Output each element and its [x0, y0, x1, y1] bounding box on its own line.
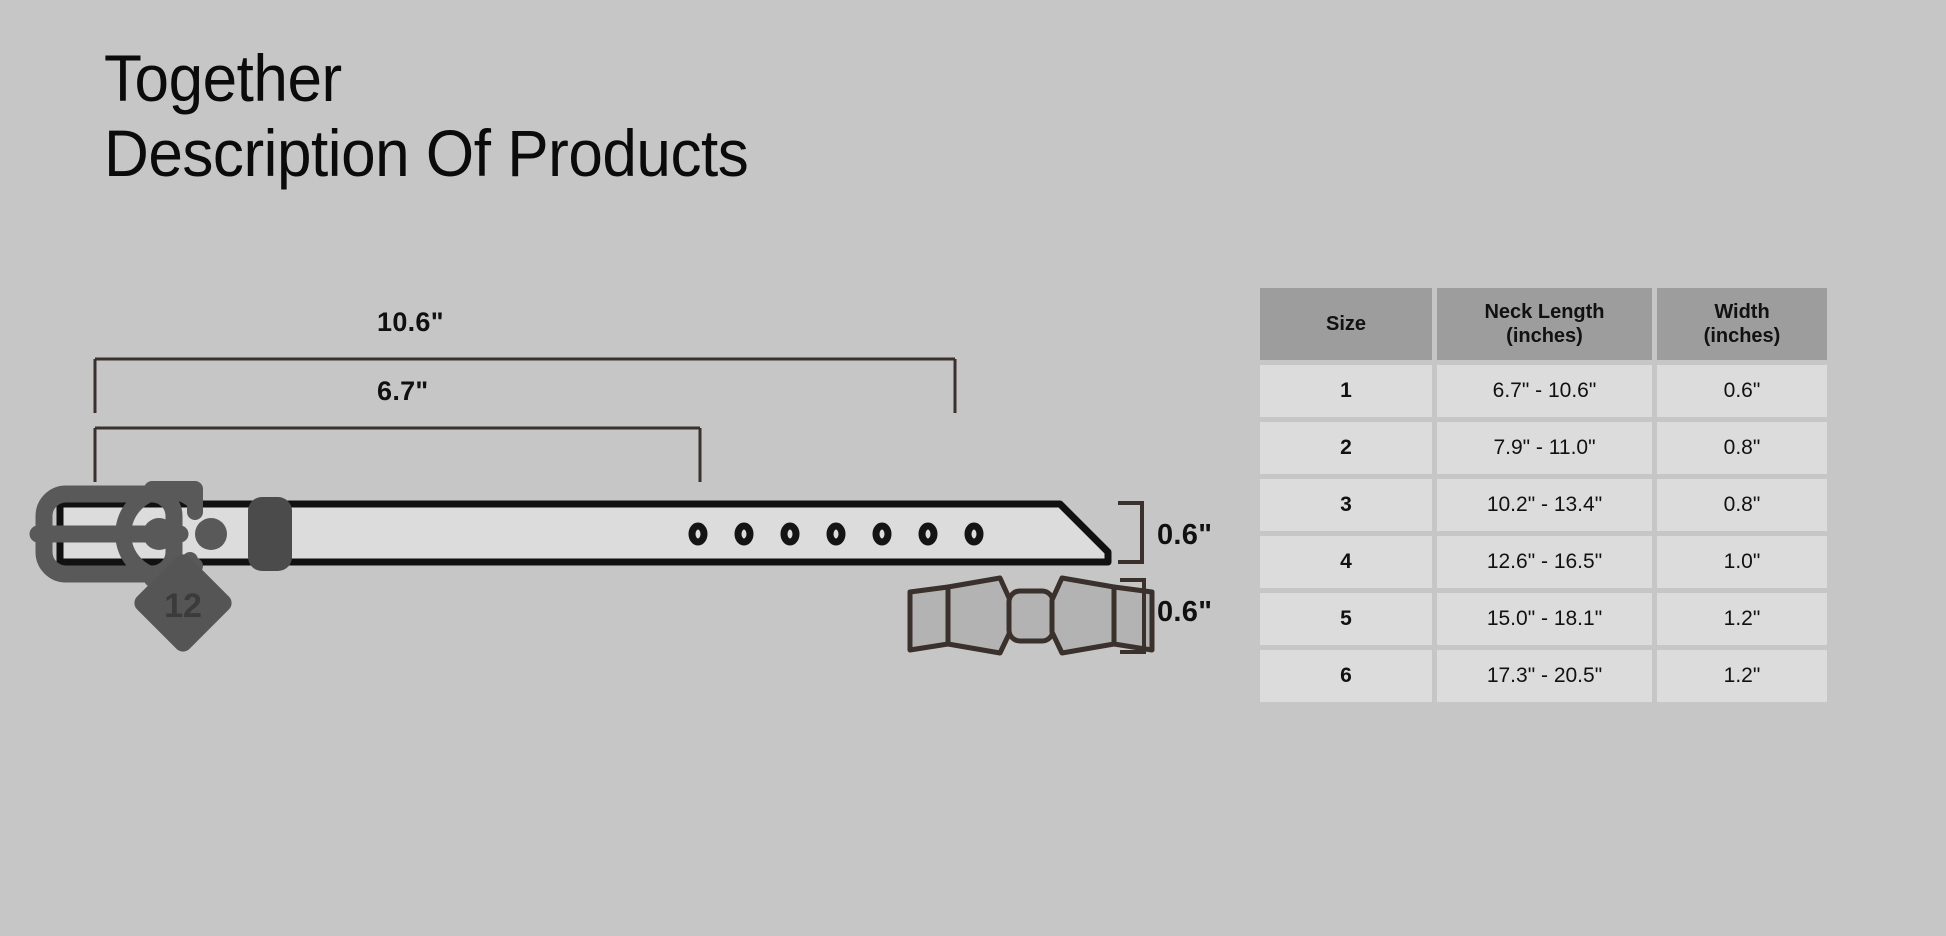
- collar-tag-text: 12: [164, 587, 202, 625]
- table-row: 6 17.3" - 20.5" 1.2": [1260, 650, 1838, 702]
- page-title: Together Description Of Products: [104, 41, 789, 191]
- cell-neck-length: 7.9" - 11.0": [1437, 422, 1652, 474]
- dimension-bracket-total-length: [93, 357, 957, 413]
- table-header-row: Size Neck Length (inches) Width (inches): [1260, 288, 1838, 360]
- table-row: 1 6.7" - 10.6" 0.6": [1260, 365, 1838, 417]
- d-ring-icon: [115, 481, 203, 587]
- collar-tag: 12: [134, 554, 232, 652]
- size-chart-table: Size Neck Length (inches) Width (inches)…: [1260, 288, 1838, 702]
- cell-size: 2: [1260, 422, 1432, 474]
- cell-width: 1.0": [1657, 536, 1827, 588]
- page-title-line-2: Description Of Products: [104, 116, 749, 191]
- cell-width: 0.6": [1657, 365, 1827, 417]
- cell-neck-length: 15.0" - 18.1": [1437, 593, 1652, 645]
- cell-width: 0.8": [1657, 422, 1827, 474]
- table-header-neck-length: Neck Length (inches): [1437, 288, 1652, 360]
- dimension-label-neck-length: 6.7": [377, 376, 429, 406]
- cell-size: 1: [1260, 365, 1432, 417]
- table-header-neck-sub: (inches): [1506, 325, 1583, 347]
- cell-neck-length: 12.6" - 16.5": [1437, 536, 1652, 588]
- collar-strap: [56, 500, 1112, 566]
- strap-holes: [688, 522, 984, 546]
- page-title-line-1: Together: [104, 41, 342, 115]
- cell-width: 1.2": [1657, 593, 1827, 645]
- table-header-neck-main: Neck Length: [1484, 300, 1605, 323]
- cell-size: 6: [1260, 650, 1432, 702]
- dimension-bracket-neck-length: [93, 426, 702, 482]
- cell-width: 1.2": [1657, 650, 1827, 702]
- table-row: 3 10.2" - 13.4" 0.8": [1260, 479, 1838, 531]
- strap-rivets: [143, 518, 227, 550]
- buckle-icon: [29, 485, 189, 583]
- table-header-size-main: Size: [1325, 312, 1367, 335]
- cell-size: 5: [1260, 593, 1432, 645]
- bowtie-icon: [907, 575, 1155, 656]
- table-row: 4 12.6" - 16.5" 1.0": [1260, 536, 1838, 588]
- dimension-bracket-bowtie-width: [1120, 578, 1146, 654]
- keeper-loop: [248, 497, 292, 571]
- table-header-width-main: Width: [1714, 300, 1770, 323]
- cell-size: 4: [1260, 536, 1432, 588]
- dimension-label-bowtie-width: 0.6": [1157, 596, 1213, 628]
- table-row: 2 7.9" - 11.0" 0.8": [1260, 422, 1838, 474]
- table-row: 5 15.0" - 18.1" 1.2": [1260, 593, 1838, 645]
- dimension-bracket-collar-width: [1118, 501, 1144, 564]
- table-header-size: Size: [1260, 288, 1432, 360]
- dimension-label-collar-width: 0.6": [1157, 519, 1213, 551]
- dimension-label-total-length: 10.6": [377, 307, 444, 337]
- cell-neck-length: 10.2" - 13.4": [1437, 479, 1652, 531]
- cell-neck-length: 6.7" - 10.6": [1437, 365, 1652, 417]
- cell-width: 0.8": [1657, 479, 1827, 531]
- table-header-width-sub: (inches): [1703, 325, 1781, 347]
- cell-neck-length: 17.3" - 20.5": [1437, 650, 1652, 702]
- cell-size: 3: [1260, 479, 1432, 531]
- table-header-width: Width (inches): [1657, 288, 1827, 360]
